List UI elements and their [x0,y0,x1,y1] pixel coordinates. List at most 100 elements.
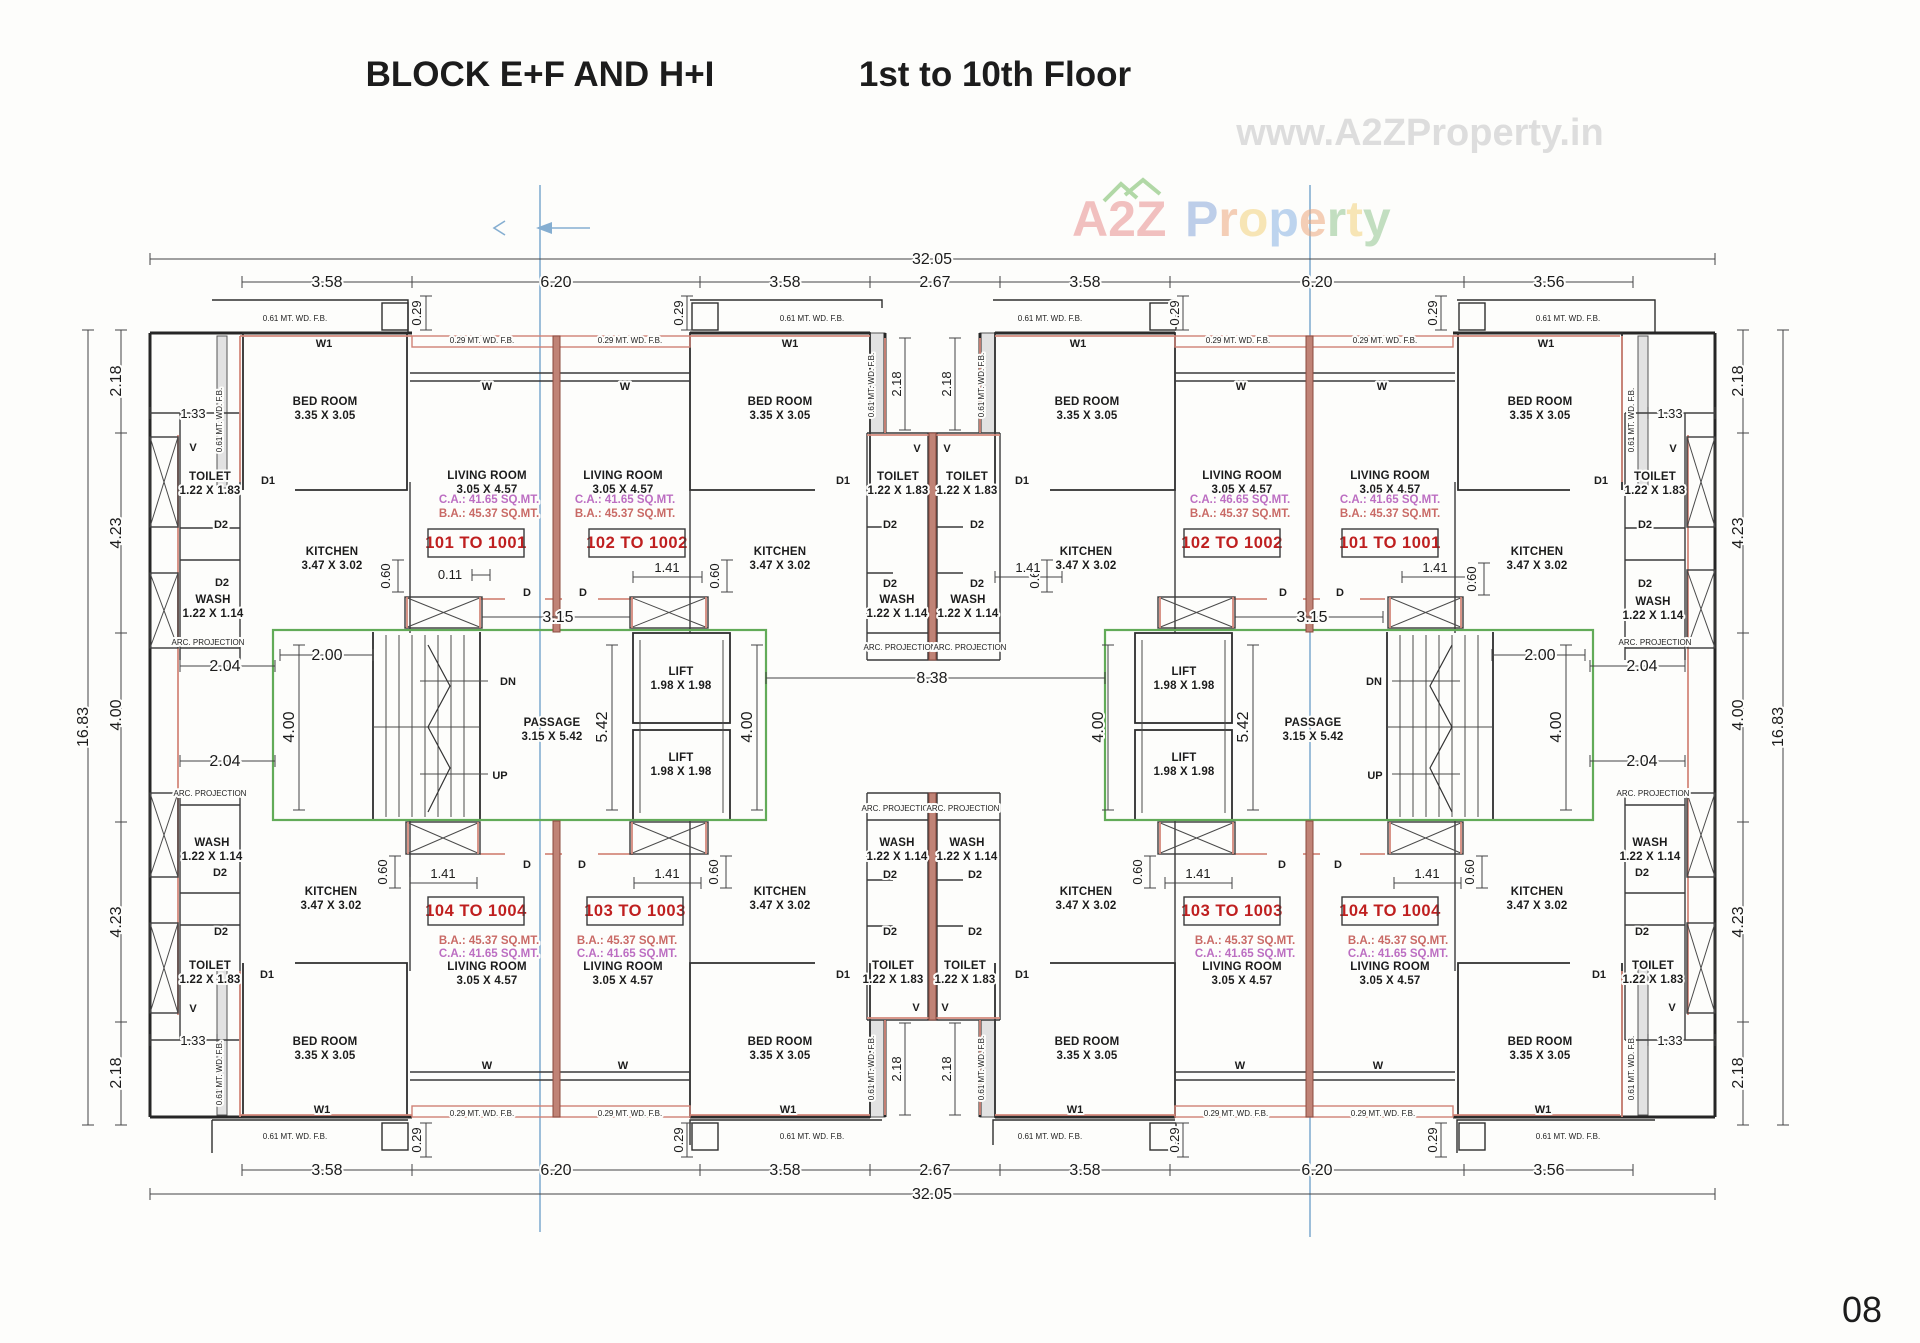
label-rooms-wash-size: 1.22 X 1.14 [866,608,927,620]
label-dims-d542: 5.42 [594,711,611,742]
label-rooms-lift-size: 1.98 X 1.98 [650,680,711,692]
hatch-box [149,436,179,528]
label-dims-d218: 2.18 [108,365,125,396]
label-ann-fb61: 0.61 MT. WD. F.B. [977,353,986,417]
label-ann-fb61: 0.61 MT. WD. F.B. [1627,388,1636,452]
label-rooms-wash-size: 1.22 X 1.14 [936,851,997,863]
label-rooms-wash-size: 1.22 X 1.14 [1622,610,1683,622]
label-dims-d218: 2.18 [889,371,904,396]
label-ann-w1: W1 [1070,338,1087,350]
label-rooms-bedroom-size: 3.35 X 3.05 [1509,410,1570,422]
label-dims-d141: 1.41 [654,560,679,575]
label-dims-d1683: 16.83 [1770,707,1787,747]
label-dims-d011: 0.11 [438,567,462,582]
label-dims-d029: 0.29 [1167,300,1182,325]
label-rooms-wash-name: WASH [195,594,230,606]
label-ann-up: UP [492,770,507,782]
label-rooms-bedroom-size: 3.35 X 3.05 [1509,1050,1570,1062]
label-ann-d2: D2 [968,926,982,938]
label-rooms-bedroom-name: BED ROOM [1055,396,1120,408]
label-ann-d1: D1 [260,969,274,981]
label-ann-fb29: 0.29 MT. WD. F.B. [1206,336,1270,345]
label-rooms-toilet-size: 1.22 X 1.83 [179,974,240,986]
label-ann-fb29: 0.29 MT. WD. F.B. [1204,1109,1268,1118]
label-dims-d423: 4.23 [1730,906,1747,937]
hatch-diagonal [1686,922,1716,1014]
label-dims-d204: 2.04 [209,753,240,770]
hatch-box [1157,821,1236,855]
label-ann-arc: ARC. PROJECTION [174,789,247,798]
hatch-box [629,821,709,855]
core-outline-left [271,628,768,822]
label-dims-d542: 5.42 [1235,711,1252,742]
label-rooms-wash-name: WASH [1632,837,1667,849]
label-rooms-lift-size: 1.98 X 1.98 [650,766,711,778]
label-ann-d2: D2 [970,578,984,590]
page-number: 08 [1842,1289,1882,1330]
label-ann-w1: W1 [780,1104,797,1116]
watermark-url: www.A2ZProperty.in [1235,112,1603,154]
label-units-5-ca: C.A.: 41.65 SQ.MT. [577,948,677,960]
label-ann-dn: DN [1366,676,1382,688]
label-units-0-ba: B.A.: 45.37 SQ.MT. [439,508,539,520]
label-dims-d141: 1.41 [1015,560,1040,575]
label-rooms-lift-size: 1.98 X 1.98 [1153,680,1214,692]
label-rooms-kitchen-size: 3.47 X 3.02 [301,560,362,572]
flower-bed-bands [211,299,1656,1153]
label-ann-fb61: 0.61 MT. WD. F.B. [780,314,844,323]
blue-arrow-head-icon [536,222,552,234]
label-ann-d: D [523,587,531,599]
label-dims-d204: 2.04 [1626,658,1657,675]
label-units-2-ca: C.A.: 46.65 SQ.MT. [1190,494,1290,506]
label-ann-fb29: 0.29 MT. WD. F.B. [1353,336,1417,345]
blue-arrow-icon [492,220,590,236]
label-ann-d1: D1 [836,475,850,487]
label-rooms-toilet-name: TOILET [944,960,986,972]
label-ann-d1: D1 [1594,475,1608,487]
label-dims-d218: 2.18 [939,371,954,396]
label-ann-dn: DN [500,676,516,688]
label-units-1-ba: B.A.: 45.37 SQ.MT. [575,508,675,520]
label-dims-d029: 0.29 [1167,1127,1182,1152]
label-dims-d141: 1.41 [654,866,679,881]
label-rooms-wash-size: 1.22 X 1.14 [866,851,927,863]
label-rooms-toilet-name: TOILET [877,471,919,483]
hatch-diagonal [149,792,179,878]
hatch-diagonal [629,596,709,629]
label-rooms-bedroom-name: BED ROOM [1508,1036,1573,1048]
label-ann-fb61: 0.61 MT. WD. F.B. [1536,1132,1600,1141]
label-rooms-living-name: LIVING ROOM [1202,961,1282,973]
label-dims-d060: 0.60 [1462,859,1477,884]
label-rooms-toilet-size: 1.22 X 1.83 [1624,485,1685,497]
label-ann-d2: D2 [883,869,897,881]
label-rooms-living-size: 3.05 X 4.57 [1211,975,1272,987]
label-ann-v: V [189,1003,197,1015]
unit-number-boxes [427,528,1439,926]
label-dims-d620: 6.20 [1301,1162,1332,1179]
stair-treads [373,635,1493,817]
hatch-box [405,821,481,855]
label-dims-d060: 0.60 [1130,859,1145,884]
hatch-box [1686,792,1716,878]
label-rooms-kitchen-name: KITCHEN [306,546,359,558]
label-ann-d2: D2 [1635,867,1649,879]
label-ann-w1: W1 [782,338,799,350]
label-units-3-ca: C.A.: 41.65 SQ.MT. [1340,494,1440,506]
label-dims-d029: 0.29 [1425,1127,1440,1152]
label-dims-d141: 1.41 [430,866,455,881]
label-rooms-bedroom-name: BED ROOM [293,1036,358,1048]
label-ann-v: V [1669,443,1677,455]
label-rooms-kitchen-name: KITCHEN [754,546,807,558]
hatch-diagonal [1686,792,1716,878]
label-rooms-kitchen-name: KITCHEN [1060,886,1113,898]
label-dims-d356: 3.56 [1533,274,1564,291]
label-ann-w: W [1373,1060,1384,1072]
label-rooms-living-size: 3.05 X 4.57 [592,484,653,496]
label-rooms-kitchen-name: KITCHEN [305,886,358,898]
label-rooms-bedroom-name: BED ROOM [293,396,358,408]
label-rooms-toilet-name: TOILET [1634,471,1676,483]
label-ann-v: V [941,1002,949,1014]
label-ann-v: V [1668,1002,1676,1014]
label-rooms-living-size: 3.05 X 4.57 [456,975,517,987]
label-units-3-id: 101 TO 1001 [1339,534,1441,552]
